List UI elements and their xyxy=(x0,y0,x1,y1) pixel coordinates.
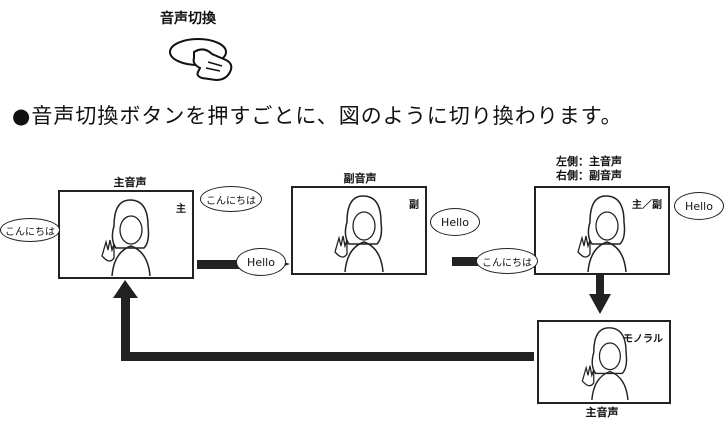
speech-bubble-konnichiwa: こんにちは xyxy=(200,186,262,212)
woman-figure xyxy=(101,199,151,276)
screen4-label: 主音声 xyxy=(585,406,619,419)
screen4-mode: モノラル xyxy=(623,334,663,345)
screen3-label-right: 右側：副音声 xyxy=(556,169,622,182)
speech-bubble-konnichiwa: こんにちは xyxy=(0,218,60,242)
speech-bubble-hello: Hello xyxy=(236,248,286,276)
screen3-label-left: 左側：主音声 xyxy=(556,155,622,168)
screen4-tv: モノラル xyxy=(537,320,671,404)
woman-figure xyxy=(334,195,384,272)
screen1-mode: 主 xyxy=(176,204,186,215)
hand-pressing-button-icon xyxy=(168,34,242,88)
instruction-text: ●音声切換ボタンを押すごとに、図のように切り換わります。 xyxy=(12,104,623,128)
screen2-mode: 副 xyxy=(409,200,419,211)
woman-figure xyxy=(577,195,627,272)
speech-bubble-hello: Hello xyxy=(674,192,724,220)
screen1-tv: 主 xyxy=(58,190,194,279)
screen1-label: 主音声 xyxy=(113,176,147,189)
screen2-label: 副音声 xyxy=(343,172,377,185)
button-title: 音声切換 xyxy=(160,11,216,27)
screen3-mode: 主／副 xyxy=(632,200,662,211)
screen3-tv: 主／副 xyxy=(534,186,670,275)
speech-bubble-hello: Hello xyxy=(430,208,480,236)
screen2-tv: 副 xyxy=(291,186,427,275)
speech-bubble-konnichiwa: こんにちは xyxy=(476,248,538,274)
woman-figure xyxy=(581,327,629,400)
